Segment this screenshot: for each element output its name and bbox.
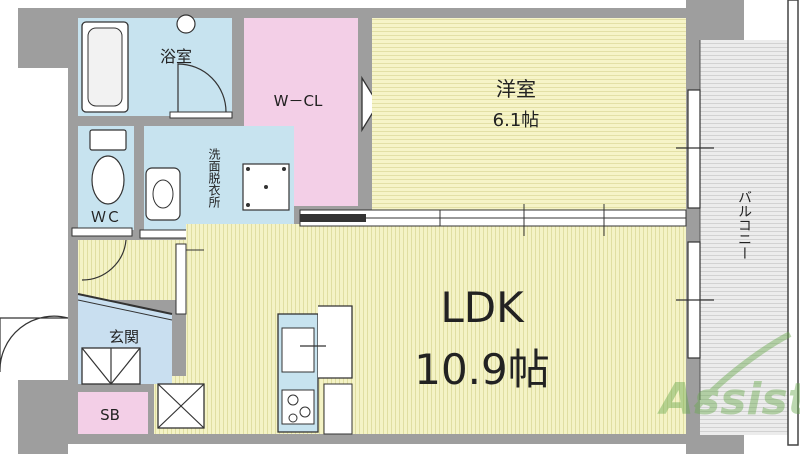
- kitchen-sink: [281, 327, 315, 373]
- toilet-tank: [89, 129, 127, 151]
- front-door: [0, 315, 69, 372]
- entrance-label: 玄関: [109, 328, 139, 346]
- ldk-area: [186, 224, 686, 434]
- hallway-area: [78, 240, 188, 300]
- assist-watermark: Assist: [657, 331, 800, 425]
- ldk-label: LDK: [440, 283, 525, 332]
- window-western: [687, 89, 701, 209]
- western-room-area: [372, 18, 686, 214]
- bath-door: [177, 63, 227, 113]
- shoebox-area: [78, 392, 148, 434]
- balcony-area: [700, 40, 788, 435]
- shoebox-label: SB: [100, 406, 120, 424]
- svg-text:Assist: Assist: [657, 374, 800, 425]
- toilet-label: ＷＣ: [91, 208, 121, 226]
- washroom-label: 洗面脱衣所: [207, 148, 221, 208]
- balcony-label: バルコニー: [736, 190, 752, 260]
- toilet-bowl-icon: [91, 155, 125, 205]
- wcl-label: W－CL: [274, 92, 323, 110]
- western-room-size: 6.1帖: [493, 110, 540, 131]
- ldk-size: 10.9帖: [414, 345, 550, 394]
- wcl-door: [361, 75, 379, 133]
- bath-sink-icon: [176, 14, 196, 34]
- bath-label: 浴室: [160, 47, 192, 66]
- stove-icon: [281, 389, 315, 425]
- western-room-label: 洋室: [496, 77, 536, 101]
